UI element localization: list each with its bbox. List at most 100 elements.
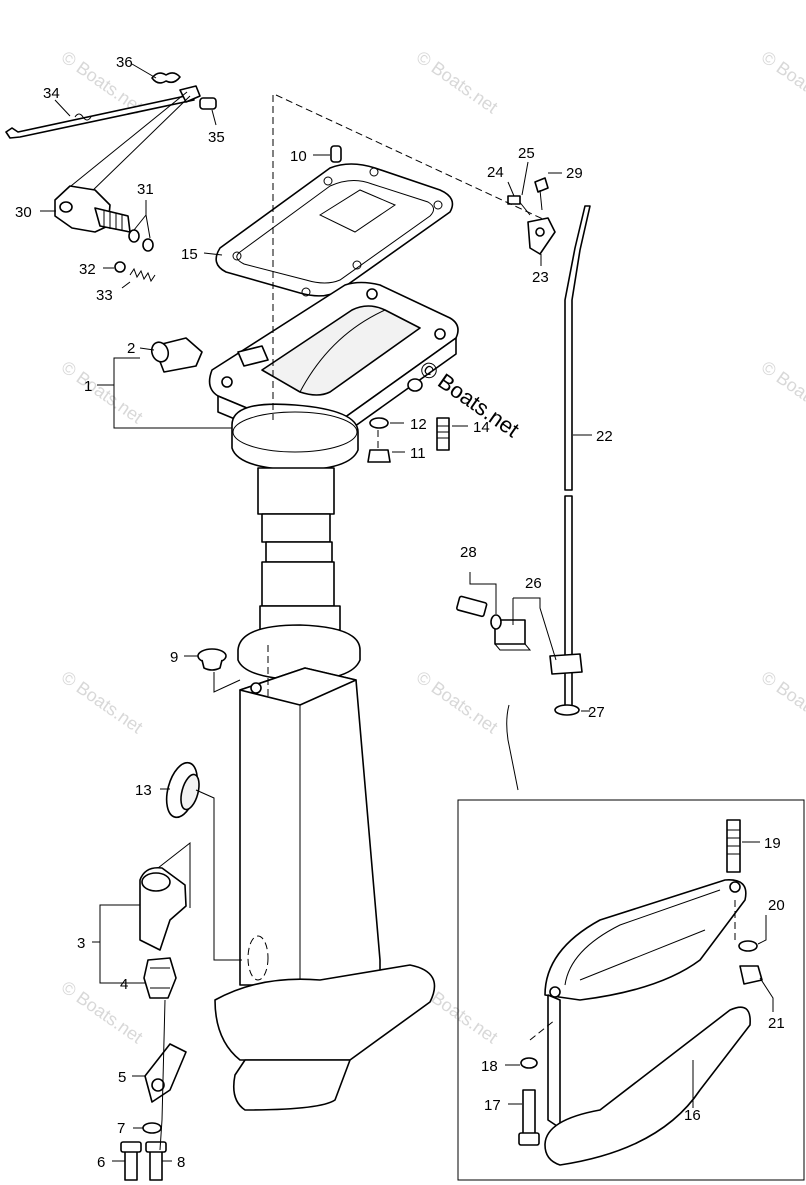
mounting-plate bbox=[144, 1043, 187, 1103]
callout-32: 32 bbox=[79, 261, 96, 278]
rod-clamp bbox=[549, 653, 583, 675]
o-ring bbox=[128, 229, 140, 243]
rod-bracket-lip bbox=[494, 643, 532, 651]
callout-34: 34 bbox=[43, 85, 60, 102]
callout-31: 31 bbox=[137, 181, 154, 198]
callout-21: 21 bbox=[768, 1015, 785, 1032]
watermark: © Boats.net bbox=[758, 357, 806, 427]
collar-end bbox=[150, 341, 170, 363]
tube-flange-rim bbox=[232, 411, 358, 453]
stud-threads bbox=[727, 829, 740, 855]
rod-break bbox=[74, 113, 92, 121]
leader-13-housing bbox=[195, 789, 242, 961]
spacer-side bbox=[547, 994, 561, 1129]
center-watermark: © Boats.net bbox=[415, 356, 524, 443]
callout-8: 8 bbox=[177, 1154, 185, 1171]
callout-9: 9 bbox=[170, 649, 178, 666]
washer bbox=[142, 1122, 162, 1134]
gasket-window bbox=[318, 189, 397, 233]
inset-frame bbox=[457, 799, 805, 1181]
callout-36: 36 bbox=[116, 54, 133, 71]
shift-rod bbox=[5, 94, 195, 139]
leader-3-up bbox=[157, 841, 191, 908]
shift-rod-assembly bbox=[456, 177, 591, 791]
bolt-head bbox=[145, 1141, 167, 1153]
grommet-inner bbox=[180, 773, 200, 811]
leader-1-2 bbox=[113, 357, 232, 429]
leader-lines bbox=[40, 63, 774, 1162]
spacer-hole bbox=[549, 986, 561, 998]
callout-5: 5 bbox=[118, 1069, 126, 1086]
washer-bolt bbox=[407, 378, 423, 392]
watermark: © Boats.net bbox=[58, 357, 147, 427]
callout-10: 10 bbox=[290, 148, 307, 165]
housing-bolt-hole bbox=[250, 682, 262, 694]
callout-23: 23 bbox=[532, 269, 549, 286]
plate-cavity bbox=[261, 305, 421, 396]
bolt-17 bbox=[522, 1089, 536, 1136]
tube-section bbox=[265, 541, 333, 563]
tube-lower-flange bbox=[237, 624, 361, 681]
callout-19: 19 bbox=[764, 835, 781, 852]
exhaust-tube bbox=[231, 403, 361, 681]
lever-arm-2 bbox=[65, 91, 188, 191]
callout-22: 22 bbox=[596, 428, 613, 445]
shift-rod-lower bbox=[564, 495, 573, 711]
callout-14: 14 bbox=[473, 419, 490, 436]
tube-section bbox=[261, 561, 335, 607]
clip bbox=[151, 72, 181, 84]
watermark: © Boats.net bbox=[58, 977, 147, 1047]
spacer-base bbox=[544, 1006, 751, 1166]
connector-hole bbox=[535, 227, 545, 237]
watermark: © Boats.net bbox=[413, 47, 502, 117]
watermark: © Boats.net bbox=[413, 667, 502, 737]
rod-grommet bbox=[554, 704, 580, 716]
plug-body bbox=[201, 659, 223, 671]
nut-11 bbox=[367, 449, 391, 463]
leader-34 bbox=[54, 99, 71, 117]
callout-1: 1 bbox=[84, 378, 92, 395]
callout-11: 11 bbox=[410, 445, 426, 462]
plate-bolt-boss bbox=[434, 328, 446, 340]
callout-24: 24 bbox=[487, 164, 504, 181]
callout-12: 12 bbox=[410, 416, 427, 433]
leader-9-housing bbox=[213, 672, 241, 693]
leader-3-4 bbox=[92, 904, 146, 984]
callout-35: 35 bbox=[208, 129, 225, 146]
tube-section bbox=[257, 467, 335, 515]
tube-flange bbox=[231, 403, 359, 471]
housing-skeg bbox=[232, 1059, 351, 1111]
gasket-bolt-hole bbox=[301, 287, 311, 297]
spacer-slot bbox=[579, 929, 706, 981]
gasket-bolt-hole bbox=[232, 251, 242, 261]
callout-33: 33 bbox=[96, 287, 113, 304]
leader-21 bbox=[759, 977, 774, 1012]
callout-3: 3 bbox=[77, 935, 85, 952]
rod-hidden-run bbox=[506, 704, 519, 791]
bolt-14 bbox=[436, 417, 450, 451]
shaft-threads bbox=[103, 210, 123, 231]
lever-end bbox=[179, 85, 201, 103]
watermark: © Boats.net bbox=[58, 667, 147, 737]
holder-bore bbox=[141, 872, 171, 892]
detent-spring bbox=[129, 267, 156, 283]
plate-rib bbox=[299, 309, 386, 393]
center-line bbox=[275, 94, 546, 221]
bolt-17-head bbox=[518, 1132, 540, 1146]
leader-24 bbox=[507, 181, 515, 197]
callout-28: 28 bbox=[460, 544, 477, 561]
housing-top bbox=[239, 667, 357, 706]
bolt bbox=[124, 1149, 138, 1181]
plate-hole bbox=[151, 1078, 165, 1092]
callout-6: 6 bbox=[97, 1154, 105, 1171]
screw-head bbox=[534, 177, 549, 193]
hidden-grommet-location bbox=[247, 935, 269, 981]
dowel-pin bbox=[330, 145, 342, 163]
gasket bbox=[215, 163, 454, 297]
plate-bolt-boss bbox=[221, 376, 233, 388]
washer-18 bbox=[520, 1057, 538, 1069]
watermark: © Boats.net bbox=[758, 667, 806, 737]
callout-7: 7 bbox=[117, 1120, 125, 1137]
washer-20 bbox=[738, 940, 758, 952]
